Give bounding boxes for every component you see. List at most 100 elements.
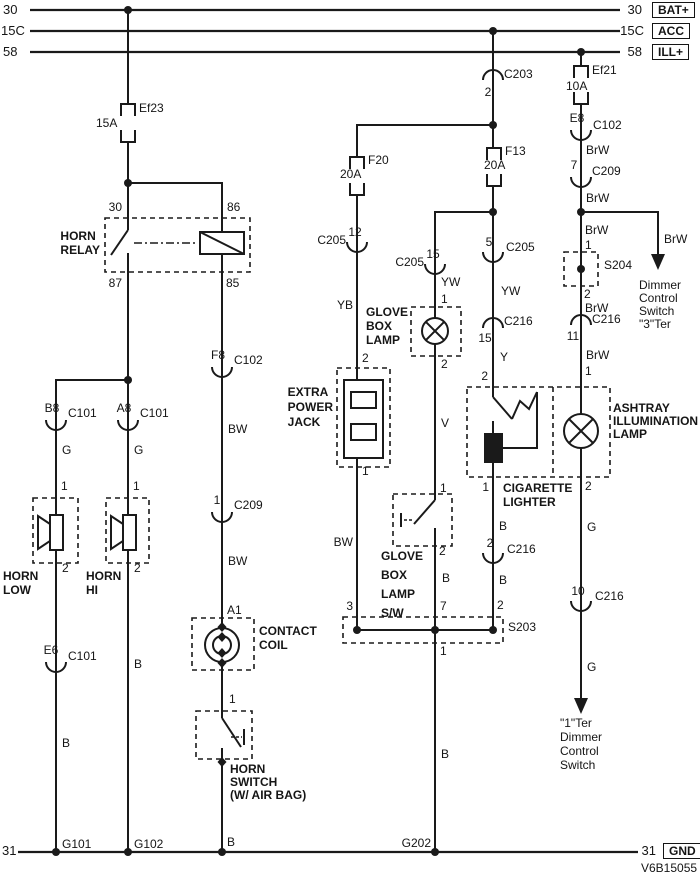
wires (55, 10, 659, 852)
fuse-f13-rating: 20A (484, 158, 506, 172)
ashtray-lamp-symbol (563, 413, 599, 449)
connector-c209-1-icon (211, 511, 233, 523)
power-jack-pin1: 1 (362, 464, 369, 478)
ground-g101: G101 (62, 837, 92, 851)
conn-c205-12-name: C205 (317, 233, 346, 247)
rail-30-right: 30 (627, 2, 642, 17)
wire-color-b-hornhi: B (134, 657, 143, 671)
wire-branch-glove-lamp (434, 211, 493, 318)
splice-s204-dot (577, 265, 585, 273)
contact-coil-box (191, 617, 255, 671)
splice-s204-name: S204 (604, 258, 633, 272)
splice-symbols (342, 251, 599, 644)
ground-g102: G102 (134, 837, 164, 851)
glove-lamp-pin1: 1 (441, 292, 448, 306)
fuse-f13-icon (486, 147, 502, 187)
wire-branch-f20 (356, 124, 493, 157)
horn-low-name: HORN LOW (3, 569, 39, 597)
connector-c216-2-icon (482, 552, 504, 564)
conn-c209-1-pin: 1 (213, 493, 221, 507)
rail-31-left: 31 (2, 843, 17, 858)
rail-58-right: 58 (627, 44, 642, 59)
lighter-pin1: 1 (482, 480, 489, 494)
wire-color-b-glove: B (442, 571, 451, 585)
conn-c101-e6-pin: E6 (43, 643, 59, 657)
conn-c205-15-pin: 15 (426, 247, 440, 261)
conn-c216-15-name: C216 (504, 314, 533, 328)
wire-color-yw-2: YW (501, 284, 521, 298)
fuse-f20-name: F20 (368, 153, 389, 167)
relay-contact-blade (110, 229, 129, 256)
conn-c216-2-name: C216 (507, 542, 536, 556)
fuse-ef21-name: Ef21 (592, 63, 617, 77)
relay-pin-30: 30 (108, 200, 122, 214)
cigarette-lighter-symbol (466, 386, 611, 478)
horn-relay-name: HORN RELAY (60, 229, 100, 257)
horn-low-symbol (32, 497, 79, 564)
splice-s203-pin3: 3 (346, 599, 353, 613)
horn-relay-box (104, 217, 251, 273)
wire-color-brw-2: BrW (586, 191, 610, 205)
conn-c209-7-name: C209 (592, 164, 621, 178)
conn-c216-11-name: C216 (592, 312, 621, 326)
connector-c216-11-icon (570, 314, 592, 326)
wire-color-bw-2: BW (228, 554, 248, 568)
dimmer-3ter-note: Dimmer Control Switch "3"Ter (639, 278, 681, 331)
diagram-code: V6B15055 (641, 861, 698, 875)
terminal-gnd: GND (663, 843, 700, 859)
connector-c101-a8-icon (117, 419, 139, 431)
fuse-f13-name: F13 (505, 144, 526, 158)
conn-c203-2-name: C203 (504, 67, 533, 81)
connector-c209-7-icon (570, 176, 592, 188)
ashtray-pin1: 1 (585, 364, 592, 378)
terminal-ill: ILL+ (652, 44, 690, 60)
wire-horn-low-branch (55, 379, 128, 852)
connector-c102-f8-icon (211, 366, 233, 378)
relay-pin-85: 85 (226, 276, 240, 290)
fuse-ef21-rating: 10A (566, 79, 588, 93)
glove-switch-pin2: 2 (439, 544, 446, 558)
conn-c205-5-pin: 5 (485, 235, 493, 249)
wire-color-yw-1: YW (441, 275, 461, 289)
fuse-ef21-icon (573, 65, 589, 105)
wire-color-b-s203: B (441, 747, 450, 761)
fuse-ef23-rating: 15A (96, 116, 118, 130)
terminal-acc: ACC (652, 23, 690, 39)
conn-c209-1-name: C209 (234, 498, 263, 512)
conn-c216-11-pin: 11 (566, 329, 580, 343)
horn-low-pin2: 2 (62, 561, 69, 575)
wire-color-g-hornhi: G (134, 443, 144, 457)
terminal-bat: BAT+ (652, 2, 695, 18)
dimmer-1ter-arrow-icon (574, 698, 588, 714)
glove-box-lamp-symbol (410, 306, 462, 357)
dimmer-1ter-note: "1"Ter Dimmer Control Switch (560, 716, 602, 772)
conn-c102-e8-pin: E8 (569, 111, 585, 125)
conn-c216-10-name: C216 (595, 589, 624, 603)
connector-c205-15-icon (424, 263, 446, 275)
lighter-name: CIGARETTE LIGHTER (503, 481, 573, 509)
fuse-symbols (120, 65, 589, 196)
rail-58-left: 58 (3, 44, 18, 59)
glove-box-lamp-box (410, 306, 462, 357)
wire-color-bw-3: BW (333, 535, 353, 549)
wire-color-b-hornswitch: B (227, 835, 236, 849)
ashtray-pin2: 2 (585, 479, 592, 493)
horn-low-pin1: 1 (61, 479, 68, 493)
rail-30-left: 30 (3, 2, 18, 17)
rail-31-right: 31 (641, 843, 656, 858)
conn-c102-f8-pin: F8 (210, 348, 226, 362)
connector-c205-12-icon (346, 241, 368, 253)
relay-pin-87: 87 (108, 276, 122, 290)
connector-c216-10-icon (570, 600, 592, 612)
conn-c101-b8-pin: B8 (44, 401, 60, 415)
fuse-ef23-icon (120, 103, 136, 143)
ashtray-name: ASHTRAY ILLUMINATION LAMP (613, 401, 699, 441)
splice-s204-pin1: 1 (585, 238, 592, 252)
lighter-element-icon (484, 433, 503, 463)
junction-dots (52, 6, 585, 856)
horn-switch-blade (221, 717, 242, 748)
splice-s204-pin2: 2 (584, 287, 591, 301)
splice-s204-box (563, 251, 599, 287)
